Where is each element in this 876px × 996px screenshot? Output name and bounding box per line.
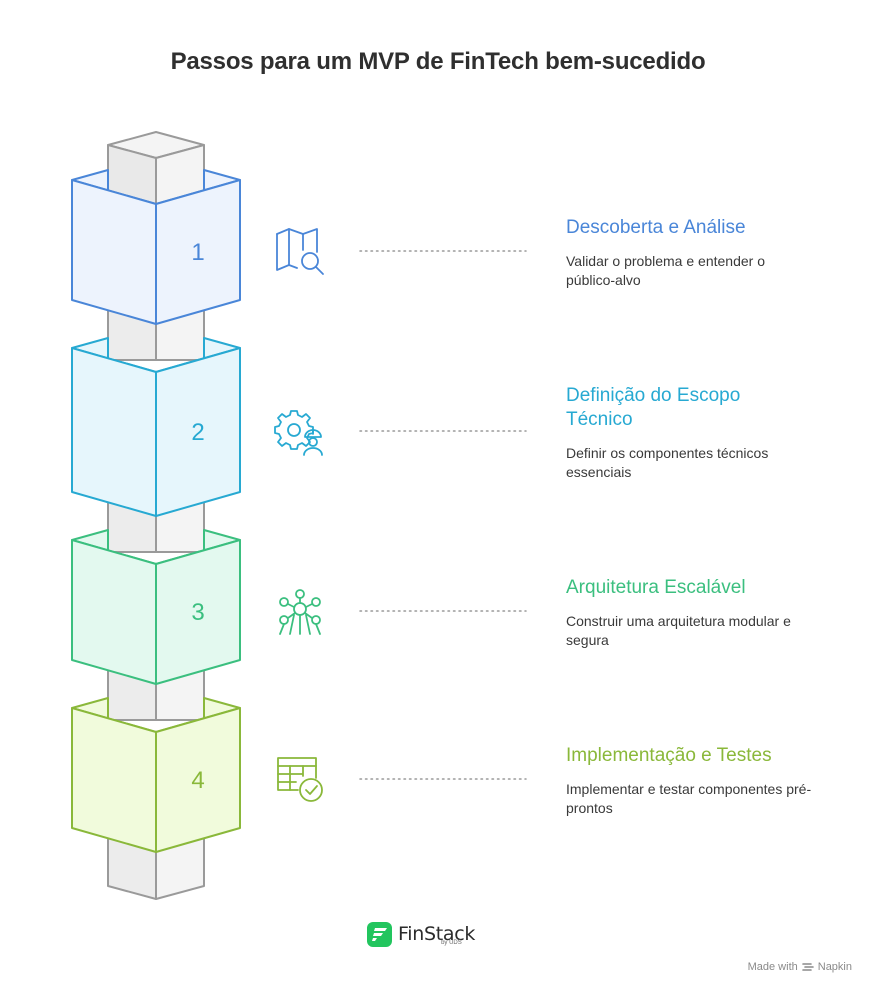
made-with-napkin[interactable]: Made with Napkin <box>748 961 852 973</box>
gear-worker-icon <box>274 410 323 456</box>
step-desc-4: Implementar e testar componentes pré-pro… <box>566 781 812 816</box>
page-title: Passos para um MVP de FinTech bem-sucedi… <box>170 48 706 75</box>
step-title-1: Descoberta e Análise <box>566 217 746 238</box>
step-desc-3: Construir uma arquitetura modular e segu… <box>566 613 791 648</box>
napkin-icon <box>801 963 814 971</box>
map-search-icon <box>276 228 324 275</box>
finstack-logo-icon <box>367 921 392 947</box>
step-title-3: Arquitetura Escalável <box>566 577 746 598</box>
brand-sub: by UDS <box>441 940 462 946</box>
step-block-4 <box>71 697 241 853</box>
step-desc-1: Validar o problema e entender o público-… <box>566 253 765 288</box>
step-title-4: Implementação e Testes <box>566 745 772 766</box>
made-with-label: Made with <box>747 961 798 973</box>
step-block-3 <box>71 529 241 685</box>
step-number-4: 4 <box>191 767 204 794</box>
step-desc-2: Definir os componentes técnicos essencia… <box>566 445 769 480</box>
network-icon <box>279 589 321 635</box>
brand-logo-group: FinStack by UDS <box>367 920 475 948</box>
step-number-1: 1 <box>191 239 204 266</box>
step-number-3: 3 <box>191 599 204 626</box>
brand-name: FinStack <box>398 923 476 945</box>
napkin-label: Napkin <box>817 961 852 973</box>
table-check-icon <box>277 757 323 802</box>
step-title-2: Definição do Escopo Técnico <box>566 385 741 430</box>
connectors <box>359 250 527 780</box>
step-block-2 <box>71 337 241 517</box>
step-number-2: 2 <box>191 419 204 446</box>
step-block-1 <box>71 169 241 325</box>
